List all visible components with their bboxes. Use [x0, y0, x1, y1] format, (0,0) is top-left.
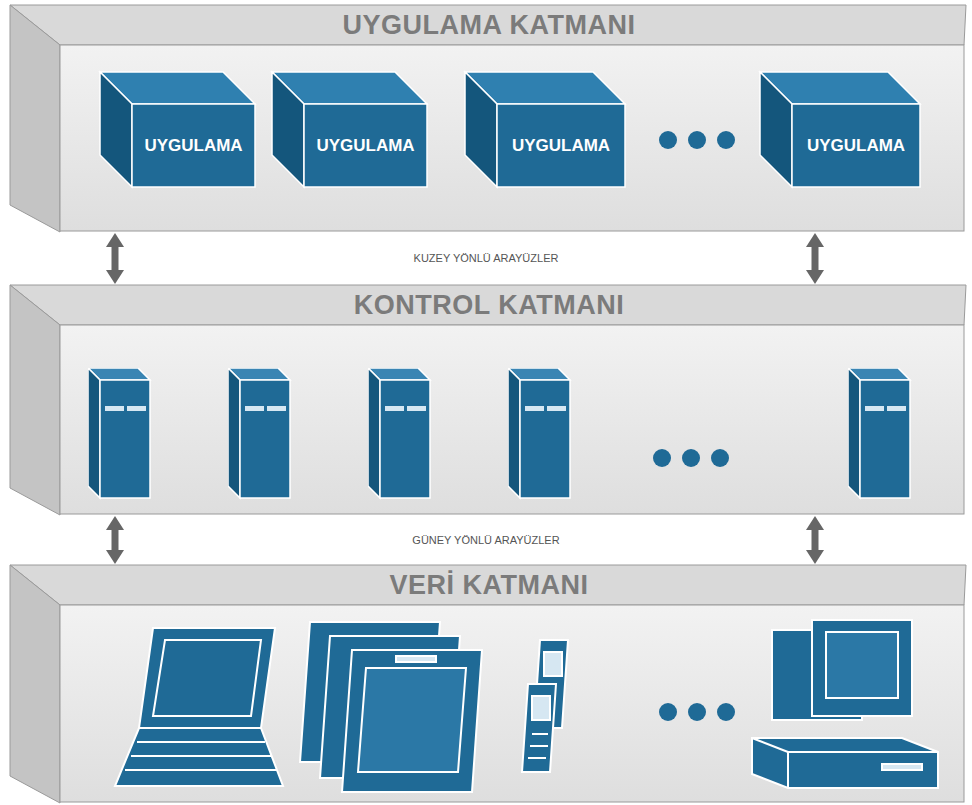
cube-shape: [760, 72, 920, 187]
phone-keys: [532, 733, 548, 735]
layer-title: KONTROL KATMANI: [10, 285, 968, 325]
layer-side: [10, 5, 60, 232]
cube-shape: [465, 72, 625, 187]
drive-slot: [882, 764, 922, 770]
cube-front: [132, 104, 255, 187]
application-box: UYGULAMA: [100, 72, 255, 187]
tablet-back: [300, 622, 440, 762]
layer-shape: [10, 565, 968, 803]
laptop-display: [153, 640, 261, 716]
cube-front: [792, 104, 920, 187]
application-label: UYGULAMA: [792, 104, 920, 187]
cube-side: [100, 72, 132, 187]
server-icon: [88, 368, 150, 498]
keyboard-row: [125, 769, 277, 771]
dot: [653, 449, 671, 467]
data-ellipsis: [659, 703, 735, 721]
phone-display: [532, 696, 550, 720]
server-icon: [508, 368, 570, 498]
tablet-icons: [300, 622, 482, 792]
cube-shape: [272, 72, 427, 187]
dot: [682, 449, 700, 467]
control-ellipsis: [653, 449, 729, 467]
base-edge: [752, 738, 788, 752]
interface-arrow: [112, 247, 119, 270]
cube-shape: [100, 72, 255, 187]
server-icon: [228, 368, 290, 498]
cube-side: [760, 72, 792, 187]
laptop-base: [115, 728, 283, 786]
keyboard-row: [137, 741, 265, 743]
layer-title: UYGULAMA KATMANI: [10, 5, 968, 45]
dot: [688, 703, 706, 721]
layer-front: [60, 325, 964, 514]
interface-label: GÜNEY YÖNLÜ ARAYÜZLER: [408, 533, 563, 547]
tablet-slot: [396, 656, 436, 662]
dot: [717, 703, 735, 721]
cube-side: [465, 72, 497, 187]
interface-arrow: [112, 530, 119, 550]
dot: [688, 131, 706, 149]
application-box: UYGULAMA: [760, 72, 920, 187]
phone: [522, 684, 556, 772]
dot: [717, 131, 735, 149]
monitor-display: [826, 632, 898, 698]
phone-icons: [522, 640, 568, 772]
base-edge: [787, 752, 789, 788]
tablet-front: [342, 650, 482, 792]
cube-front: [497, 104, 625, 187]
phone-keys: [528, 757, 546, 759]
layer-band: VERİ KATMANI: [10, 565, 968, 803]
controller-servers: [88, 368, 910, 498]
server-icon: [848, 368, 910, 498]
layer-band: UYGULAMA UYGULAMA UYGULAMA UYGULAMA UYGULAMA…: [10, 5, 968, 232]
keyboard-row: [131, 755, 271, 757]
application-label: UYGULAMA: [132, 104, 255, 187]
desktop-base: [752, 738, 938, 788]
server-icon: [368, 368, 430, 498]
layer-title: VERİ KATMANI: [10, 565, 968, 605]
app-ellipsis: [659, 131, 735, 149]
dot: [711, 449, 729, 467]
base-edge: [788, 751, 938, 753]
layer-side: [10, 285, 60, 515]
desktop-icon: [752, 620, 938, 788]
dot: [659, 703, 677, 721]
tablet-display: [358, 668, 466, 772]
layer-front: [60, 45, 964, 231]
layer-front: [60, 605, 964, 802]
monitor-back: [772, 630, 862, 720]
interface-arrow: [812, 247, 819, 270]
layer-band: KONTROL KATMANI: [10, 285, 968, 515]
phone-keys: [530, 745, 548, 747]
laptop-screen: [139, 628, 275, 728]
laptop-icon: [115, 628, 283, 786]
application-box: UYGULAMA: [272, 72, 427, 187]
phone-display: [544, 652, 562, 676]
interface-arrow: [812, 530, 819, 550]
dot: [659, 131, 677, 149]
cube-front: [304, 104, 427, 187]
cube-side: [272, 72, 304, 187]
application-label: UYGULAMA: [304, 104, 427, 187]
application-label: UYGULAMA: [497, 104, 625, 187]
tablet-mid: [320, 636, 460, 778]
phone: [534, 640, 568, 728]
interface-label: KUZEY YÖNLÜ ARAYÜZLER: [410, 251, 563, 265]
monitor: [812, 620, 912, 716]
application-box: UYGULAMA: [465, 72, 625, 187]
layer-side: [10, 565, 60, 803]
